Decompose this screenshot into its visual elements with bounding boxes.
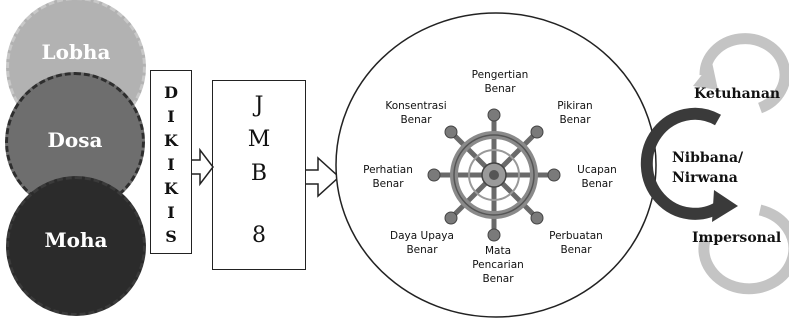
cycle-arrows	[640, 33, 789, 295]
dikikis-letter-2: I	[167, 107, 175, 126]
jmb-line-2: M	[247, 127, 271, 152]
label-perbuatan: Perbuatan Benar	[549, 230, 603, 256]
dikikis-letter-7: S	[165, 227, 177, 246]
label-pengertian: Pengertian Benar	[471, 69, 529, 95]
arrow-jmb-to-circle	[306, 156, 341, 198]
dikikis-letter-3: K	[164, 131, 178, 150]
dikikis-letter-1: D	[164, 83, 178, 102]
moha-label: Moha	[44, 228, 108, 252]
dikikis-letter-4: I	[167, 155, 175, 174]
label-mata-pencarian: Mata Pencarian Benar	[472, 245, 524, 285]
top-arc-arrowhead	[693, 62, 718, 90]
nibbana-label: Nibbana/ Nirwana	[672, 150, 744, 186]
label-daya-upaya: Daya Upaya Benar	[390, 230, 454, 256]
label-ucapan: Ucapan Benar	[577, 164, 617, 190]
center-arc	[640, 107, 726, 220]
jmb-line-3: B	[250, 161, 268, 186]
dikikis-letter-6: I	[167, 203, 175, 222]
arrow-dikikis-to-jmb	[192, 147, 214, 187]
center-arc-arrowhead	[712, 190, 738, 222]
dikikis-box: D I K I K I S	[150, 70, 192, 254]
bottom-arc	[698, 204, 789, 295]
jmb8-box: J M B 8	[212, 80, 306, 270]
label-perhatian: Perhatian Benar	[363, 164, 413, 190]
top-arc	[699, 33, 789, 114]
jmb-line-4: 8	[252, 223, 266, 248]
impersonal-label: Impersonal	[692, 230, 782, 246]
lobha-label: Lobha	[41, 40, 111, 64]
label-konsentrasi: Konsentrasi Benar	[385, 100, 447, 126]
label-pikiran: Pikiran Benar	[557, 100, 593, 126]
dosa-label: Dosa	[47, 128, 103, 152]
moha-circle	[6, 176, 146, 316]
dharma-wheel-icon	[427, 108, 561, 242]
ketuhanan-label: Ketuhanan	[694, 86, 781, 102]
dikikis-letter-5: K	[164, 179, 178, 198]
jmb-line-1: J	[254, 93, 264, 118]
